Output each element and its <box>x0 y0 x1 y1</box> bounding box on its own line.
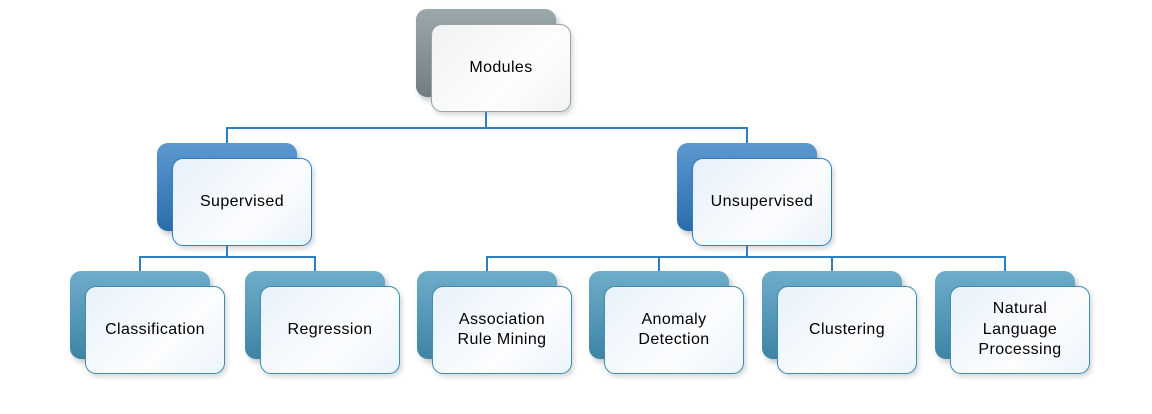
node-classification-front-card: Classification <box>85 286 225 374</box>
node-supervised[interactable]: Supervised <box>157 143 312 246</box>
node-natural-language-processing[interactable]: Natural Language Processing <box>935 271 1090 374</box>
node-clustering[interactable]: Clustering <box>762 271 917 374</box>
node-label: Unsupervised <box>710 192 814 210</box>
node-anomaly-detection[interactable]: Anomaly Detection <box>589 271 744 374</box>
node-label: Association Rule Mining <box>457 310 547 348</box>
node-association-rule-mining[interactable]: Association Rule Mining <box>417 271 572 374</box>
node-association-rule-mining-front-card: Association Rule Mining <box>432 286 572 374</box>
node-modules[interactable]: Modules <box>416 9 571 112</box>
node-unsupervised-front-card: Unsupervised <box>692 158 832 246</box>
node-supervised-front-card: Supervised <box>172 158 312 246</box>
node-label: Regression <box>287 320 373 338</box>
node-unsupervised[interactable]: Unsupervised <box>677 143 832 246</box>
node-label: Modules <box>469 58 533 76</box>
node-anomaly-detection-front-card: Anomaly Detection <box>604 286 744 374</box>
node-label: Classification <box>105 320 205 338</box>
node-classification[interactable]: Classification <box>70 271 225 374</box>
node-regression[interactable]: Regression <box>245 271 400 374</box>
node-modules-front-card: Modules <box>431 24 571 112</box>
node-clustering-front-card: Clustering <box>777 286 917 374</box>
node-label: Natural Language Processing <box>978 300 1062 359</box>
node-label: Clustering <box>808 320 886 338</box>
node-label: Anomaly Detection <box>638 310 710 348</box>
node-label: Supervised <box>199 192 285 210</box>
node-regression-front-card: Regression <box>260 286 400 374</box>
node-natural-language-processing-front-card: Natural Language Processing <box>950 286 1090 374</box>
